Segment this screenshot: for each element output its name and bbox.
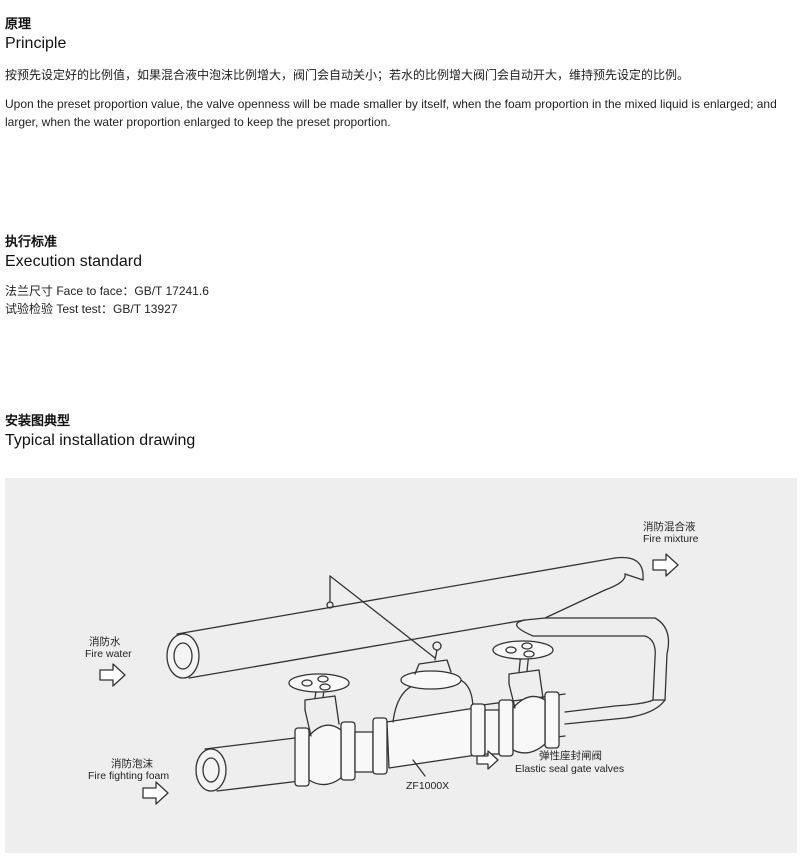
sensing-line <box>329 575 436 659</box>
standard-line-test: 试验检验 Test test：GB/T 13927 <box>5 302 178 316</box>
fire-mixture-label-en: Fire mixture <box>643 533 699 545</box>
principle-title-cn: 原理 <box>5 16 32 31</box>
installation-title-cn: 安装图典型 <box>5 413 71 428</box>
fire-foam-label-cn: 消防泡沫 <box>111 758 153 770</box>
principle-section: 原理 Principle 按预先设定好的比例值，如果混合液中泡沫比例增大，阀门会… <box>5 16 795 131</box>
standard-line-face: 法兰尺寸 Face to face：GB/T 17241.6 <box>5 284 209 298</box>
fire-foam-arrow <box>142 781 169 805</box>
installation-diagram <box>99 553 679 805</box>
installation-drawing: 消防混合液 Fire mixture 消防水 Fire water 消防泡沫 F… <box>5 478 797 853</box>
proportioning-valve <box>372 641 486 775</box>
gate-valve-label-cn: 弹性座封闸阀 <box>539 750 602 762</box>
installation-section: 安装图典型 Typical installation drawing <box>5 413 795 451</box>
model-pointer <box>412 759 426 777</box>
right-gate-valve <box>484 640 560 757</box>
model-label: ZF1000X <box>406 780 450 792</box>
installation-title-en: Typical installation drawing <box>5 432 196 449</box>
standard-section: 执行标准 Execution standard 法兰尺寸 Face to fac… <box>5 234 795 318</box>
standard-title-en: Execution standard <box>5 253 142 270</box>
principle-text-en: Upon the preset proportion value, the va… <box>5 97 777 129</box>
principle-text-cn: 按预先设定好的比例值，如果混合液中泡沫比例增大，阀门会自动关小；若水的比例增大阀… <box>5 68 690 82</box>
fire-water-label-cn: 消防水 <box>89 636 121 648</box>
principle-title-en: Principle <box>5 35 67 52</box>
gate-valve-label-en: Elastic seal gate valves <box>515 763 625 775</box>
gate-valve-arrow <box>476 750 499 770</box>
fire-water-arrow <box>99 663 126 687</box>
fire-mixture-arrow <box>652 553 679 577</box>
fire-water-label-en: Fire water <box>85 648 132 660</box>
left-gate-valve <box>288 673 374 787</box>
fire-foam-label-en: Fire fighting foam <box>88 770 170 782</box>
upper-pipe <box>166 556 670 725</box>
standard-title-cn: 执行标准 <box>5 234 58 249</box>
fire-mixture-label-cn: 消防混合液 <box>643 521 696 533</box>
